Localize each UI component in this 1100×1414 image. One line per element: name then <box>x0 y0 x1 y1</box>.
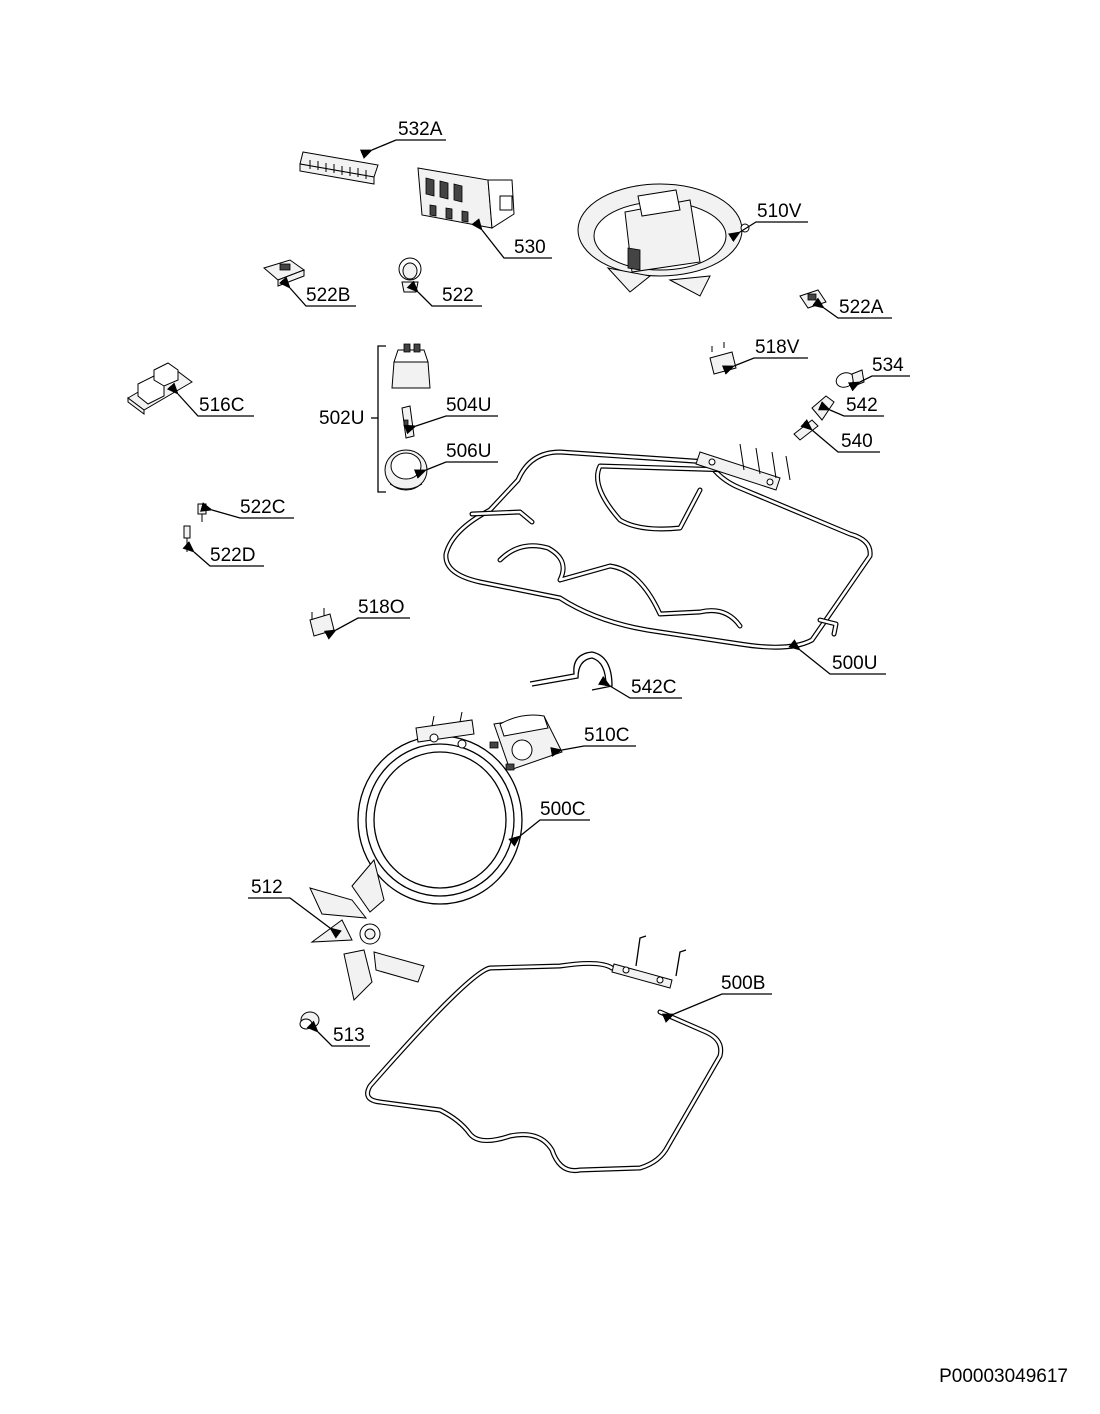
callout-530: 530 <box>514 237 546 258</box>
callout-504u: 504U <box>446 395 491 416</box>
part-518v-lamp-holder <box>709 342 737 375</box>
callout-542c: 542C <box>631 677 676 698</box>
callout-506u: 506U <box>446 441 491 462</box>
callout-522: 522 <box>442 285 474 306</box>
callout-522b: 522B <box>306 285 350 306</box>
part-510v-cooling-fan <box>577 183 750 297</box>
part-542c-clip <box>529 651 613 691</box>
callout-518v: 518V <box>755 337 800 358</box>
bracket-502u <box>371 345 386 493</box>
part-510c-convection-motor <box>489 714 563 771</box>
part-522b-switch <box>262 259 306 287</box>
callout-522c: 522C <box>240 497 285 518</box>
part-504u-connector <box>401 405 415 439</box>
part-522d-pin <box>183 525 191 552</box>
part-500b-lower-element <box>365 935 724 1174</box>
part-530-selector-switch <box>417 167 515 229</box>
part-500c-circular-element <box>357 711 523 905</box>
callout-500c: 500C <box>540 799 585 820</box>
callout-502u: 502U <box>319 408 364 429</box>
part-506u-knob <box>384 449 428 491</box>
part-534-lamp-bulb <box>835 369 865 388</box>
part-522-thermostat-clip <box>398 257 422 293</box>
callout-500b: 500B <box>721 973 765 994</box>
callout-516c: 516C <box>199 395 244 416</box>
callout-540: 540 <box>841 431 873 452</box>
part-522a-sensor <box>799 289 827 309</box>
callout-518o: 518O <box>358 597 404 618</box>
callout-522a: 522A <box>839 297 884 318</box>
part-512-fan-blade <box>309 858 425 1002</box>
callout-513: 513 <box>333 1025 365 1046</box>
part-540-lamp-glass <box>793 419 819 441</box>
callout-522d: 522D <box>210 545 255 566</box>
part-500u-grill-element <box>443 443 873 650</box>
callout-500u: 500U <box>832 653 877 674</box>
part-516c-circuit-board <box>127 362 193 415</box>
leader-lines <box>166 139 910 1047</box>
callout-510c: 510C <box>584 725 629 746</box>
part-542-lamp-cover <box>811 395 835 421</box>
callout-542: 542 <box>846 395 878 416</box>
document-id: P00003049617 <box>939 1366 1068 1387</box>
part-522c-pin <box>197 503 207 522</box>
part-532a-terminal-strip <box>299 151 379 185</box>
callout-510v: 510V <box>757 201 802 222</box>
callout-532a: 532A <box>398 119 443 140</box>
callout-512: 512 <box>251 877 283 898</box>
part-518o-lamp-holder <box>309 608 335 637</box>
callout-534: 534 <box>872 355 904 376</box>
part-502u-knob-cap <box>391 343 431 389</box>
part-513-nut <box>299 1011 320 1030</box>
